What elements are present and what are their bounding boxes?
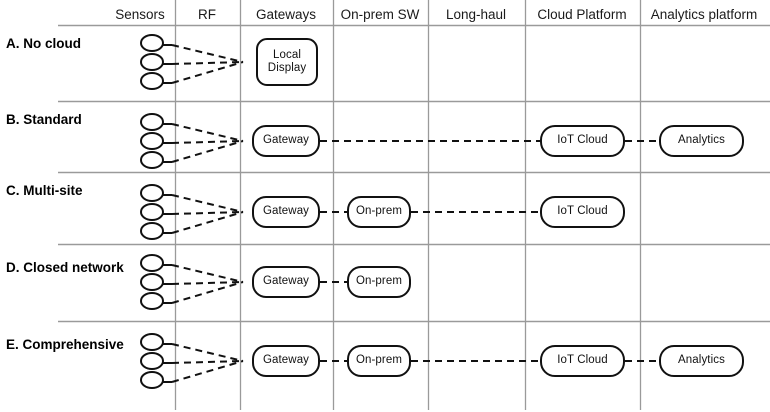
node-c-iot-cloud: IoT Cloud [540, 196, 625, 228]
row-label-d: D. Closed network [6, 260, 124, 275]
node-label: Analytics [678, 134, 725, 147]
sensor-icon [140, 203, 172, 221]
node-label: On-prem [355, 275, 403, 288]
sensor-link-e-2 [171, 360, 244, 383]
sensor-link-a-1 [171, 61, 244, 65]
sensor-icon [140, 53, 172, 71]
sensor-icon [140, 184, 172, 202]
node-label: IoT Cloud [557, 354, 608, 367]
sensor-icon [140, 292, 172, 310]
sensor-icon [140, 113, 172, 131]
node-label: IoT Cloud [557, 134, 608, 147]
column-header-gateways: Gateways [255, 7, 317, 22]
sensor-link-d-1 [171, 281, 244, 285]
sensor-icon [140, 72, 172, 90]
sensor-icon [140, 222, 172, 240]
column-header-sensors: Sensors [115, 7, 165, 22]
node-e-iot-cloud: IoT Cloud [540, 345, 625, 377]
node-label: Gateway [262, 205, 310, 218]
sensor-link-c-2 [171, 211, 244, 234]
sensor-link-c-0 [171, 194, 244, 213]
node-label: Local Display [267, 48, 307, 75]
sensor-link-b-1 [171, 140, 244, 144]
node-e-analytics: Analytics [659, 345, 744, 377]
sensor-icon [140, 371, 172, 389]
sensor-link-b-0 [171, 123, 244, 142]
node-label: IoT Cloud [557, 205, 608, 218]
sensor-icon [140, 273, 172, 291]
sensor-icon [140, 352, 172, 370]
column-header-longhaul: Long-haul [445, 7, 507, 22]
node-label: Gateway [262, 354, 310, 367]
sensor-link-e-0 [171, 343, 244, 362]
sensor-link-a-2 [171, 61, 244, 84]
node-e-gateway: Gateway [252, 345, 320, 377]
node-label: On-prem [355, 354, 403, 367]
sensor-link-d-0 [171, 264, 244, 283]
column-header-cloud: Cloud Platform [537, 7, 627, 22]
sensor-link-e-1 [171, 360, 244, 364]
row-label-a: A. No cloud [6, 36, 81, 51]
node-label: On-prem [355, 205, 403, 218]
sensor-link-c-1 [171, 211, 244, 215]
node-d-gateway: Gateway [252, 266, 320, 298]
node-d-on-prem: On-prem [347, 266, 411, 298]
sensor-icon [140, 254, 172, 272]
node-c-on-prem: On-prem [347, 196, 411, 228]
column-header-onprem: On-prem SW [340, 7, 420, 22]
sensor-icon [140, 34, 172, 52]
column-header-rf: RF [198, 7, 216, 22]
node-e-on-prem: On-prem [347, 345, 411, 377]
node-label: Gateway [262, 275, 310, 288]
row-label-e: E. Comprehensive [6, 337, 124, 352]
row-label-c: C. Multi-site [6, 183, 83, 198]
sensor-link-b-2 [171, 140, 244, 163]
node-label: Analytics [678, 354, 725, 367]
node-c-gateway: Gateway [252, 196, 320, 228]
node-b-analytics: Analytics [659, 125, 744, 157]
sensor-icon [140, 151, 172, 169]
node-label: Gateway [262, 134, 310, 147]
sensor-icon [140, 132, 172, 150]
node-a-local-display: Local Display [256, 38, 318, 86]
column-header-analytics: Analytics platform [650, 7, 758, 22]
sensor-link-d-2 [171, 281, 244, 304]
sensor-link-a-0 [171, 44, 244, 63]
node-b-gateway: Gateway [252, 125, 320, 157]
node-b-iot-cloud: IoT Cloud [540, 125, 625, 157]
row-label-b: B. Standard [6, 112, 82, 127]
sensor-icon [140, 333, 172, 351]
